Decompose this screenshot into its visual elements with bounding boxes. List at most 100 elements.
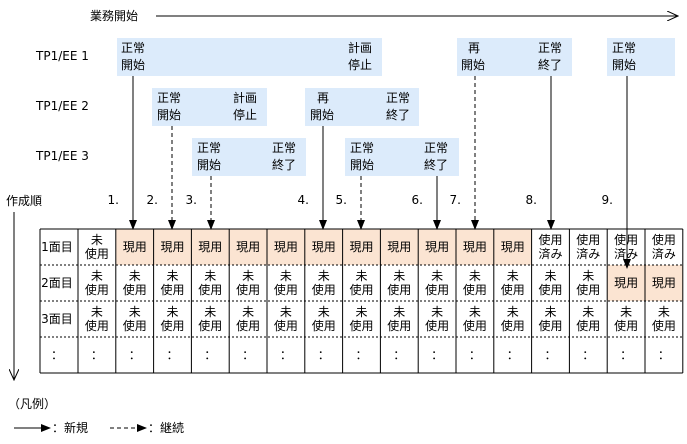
table-cell	[304, 229, 343, 265]
business-start-label: 業務開始	[90, 9, 138, 23]
cell-text: 使用	[85, 282, 109, 297]
box-text: 開始	[121, 58, 145, 72]
table-cell	[153, 265, 192, 301]
cell-text: 使用	[652, 232, 676, 247]
cell-text: 使用	[463, 318, 487, 333]
table-cell	[569, 337, 608, 373]
cell-text: 未	[393, 269, 405, 283]
marker-label: 9.	[602, 193, 613, 207]
cell-text: 未	[582, 305, 594, 319]
marker-label: 7.	[450, 193, 461, 207]
box-text: 正常	[157, 91, 181, 105]
cell-text: 使用	[160, 282, 184, 297]
cell-text: 現用	[198, 240, 222, 254]
marker-label: 5.	[336, 193, 347, 207]
cell-text: ：	[318, 348, 330, 362]
table-cell	[456, 301, 494, 337]
marker-label: 2.	[147, 193, 158, 207]
cell-text: 使用	[425, 282, 449, 297]
box-text: 正常	[272, 141, 296, 155]
table-cell	[267, 229, 305, 265]
cell-text: ：	[431, 348, 443, 362]
table-cell	[229, 265, 267, 301]
table-cell	[304, 301, 343, 337]
table-cell	[115, 229, 154, 265]
cell-text: 使用	[160, 318, 184, 333]
cell-text: 使用	[312, 282, 336, 297]
table-cell	[569, 229, 608, 265]
cell-text: 未	[318, 269, 330, 283]
cell-text: 未	[280, 269, 292, 283]
box-text: 正常	[538, 41, 562, 55]
box-text: 終了	[272, 157, 296, 172]
table-cell	[607, 337, 645, 373]
lane-box-texts: 正常 開始 計画 停止 再 開始 正常 終了 正常 開始 正常 開始 計画 停止…	[121, 40, 636, 172]
lane-box	[345, 138, 459, 176]
cell-text: 未	[544, 269, 556, 283]
table-cell	[78, 229, 116, 265]
cell-text: 使用	[236, 282, 260, 297]
table-cell	[493, 337, 532, 373]
table-cell	[267, 265, 305, 301]
cell-text: 未	[620, 305, 632, 319]
cell-text: 現用	[160, 240, 184, 254]
lane-box	[152, 88, 267, 126]
legend-new-label: ：新規	[52, 420, 88, 435]
row-label: 2面目	[41, 276, 73, 290]
cell-text: 未	[91, 269, 103, 283]
lane-box	[607, 38, 675, 76]
cell-text: 使用	[576, 282, 600, 297]
cell-text: ：	[620, 348, 632, 362]
marker-label: 8.	[526, 193, 537, 207]
table-cell	[607, 265, 645, 301]
table-cell	[456, 229, 494, 265]
cell-text: 済み	[614, 246, 638, 261]
cell-text: 現用	[123, 240, 147, 254]
table-cell	[493, 229, 532, 265]
cell-text: 未	[166, 305, 178, 319]
cell-text: 使用	[463, 282, 487, 297]
cell-text: 未	[242, 305, 254, 319]
table-cell	[267, 301, 305, 337]
table-cell	[267, 337, 305, 373]
table-cell	[191, 301, 230, 337]
box-text: 終了	[538, 57, 562, 72]
cell-text: ：	[658, 348, 670, 362]
cell-text: 未	[204, 305, 216, 319]
cell-text: 未	[544, 305, 556, 319]
cell-text: 現用	[236, 240, 260, 254]
box-text: 正常	[386, 91, 410, 105]
box-text: 正常	[424, 141, 448, 155]
cell-text: 使用	[501, 282, 525, 297]
table-cell	[153, 301, 192, 337]
table-cell	[78, 337, 116, 373]
marker-label: 1.	[108, 193, 119, 207]
row-label: ：	[51, 348, 63, 362]
cell-text: ：	[204, 348, 216, 362]
creation-order-label: 作成順	[6, 194, 42, 208]
marker-label: 4.	[298, 193, 309, 207]
cell-text: 未	[204, 269, 216, 283]
marker-label: 3.	[186, 193, 197, 207]
cell-text: 使用	[614, 318, 638, 333]
box-text: 終了	[424, 157, 448, 172]
cell-text: 使用	[576, 232, 600, 247]
lane-box	[117, 38, 382, 76]
cell-text: 現用	[463, 240, 487, 254]
cell-text: 済み	[538, 246, 562, 261]
table-cell	[645, 337, 683, 373]
surface-table: 1面目未使用現用現用現用現用現用現用現用現用現用現用現用使用済み使用済み使用済み…	[39, 228, 684, 374]
cell-text: 未	[469, 269, 481, 283]
table-cell	[342, 337, 381, 373]
cell-text: ：	[469, 348, 481, 362]
cell-text: 未	[242, 269, 254, 283]
cell-text: 使用	[538, 318, 562, 333]
table-cell	[380, 337, 419, 373]
table-cell	[191, 337, 230, 373]
box-text: 開始	[310, 108, 334, 122]
lane-box	[305, 88, 419, 126]
cell-text: 未	[582, 269, 594, 283]
box-text: 開始	[350, 158, 374, 172]
cell-text: 未	[507, 269, 519, 283]
table-cell	[645, 301, 683, 337]
